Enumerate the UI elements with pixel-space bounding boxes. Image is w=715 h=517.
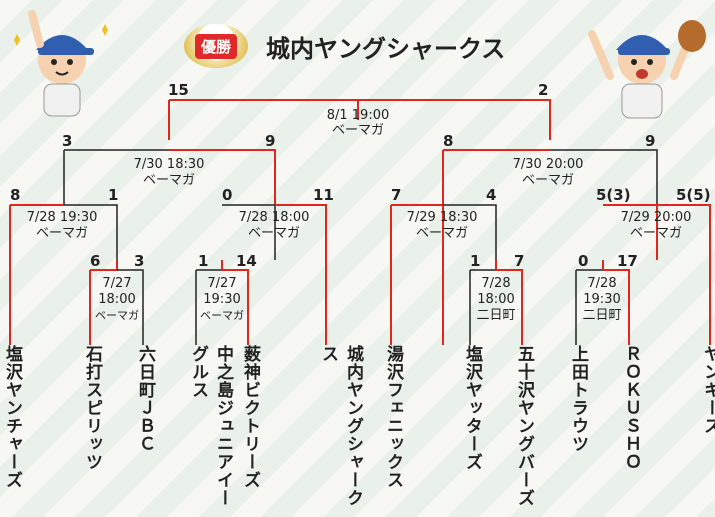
r1-2-time: 19:30 <box>203 292 241 307</box>
final-venue: ベーマガ <box>331 123 385 138</box>
title-banner: 優勝 城内ヤングシャークス <box>184 24 505 68</box>
qf4-date: 7/29 20:00 <box>620 210 692 225</box>
r1-4-time: 19:30 <box>583 292 621 307</box>
qf4-venue: ベーマガ <box>629 226 683 241</box>
r1-3-date: 7/28 <box>481 276 511 291</box>
semi1-venue: ベーマガ <box>142 173 196 188</box>
team-muikamachi-jbc: 六日町ＪＢＣ <box>135 345 155 453</box>
qf3-venue: ベーマガ <box>415 226 469 241</box>
r1-1-right <box>117 269 144 345</box>
qf4-left-score: 5(3) <box>596 186 631 204</box>
final-right-score: 2 <box>538 81 549 99</box>
semi2-right-line <box>550 149 658 205</box>
semi2-date: 7/30 20:00 <box>512 157 584 172</box>
team-isazawa-young-birds: 五十沢ヤングバーズ <box>514 345 534 507</box>
r1-2-right-score: 14 <box>236 252 257 270</box>
final-right-line <box>358 99 551 140</box>
qf3-lines-b <box>443 204 497 260</box>
team-rokusho: ＲＯＫＵＳＨＯ <box>621 345 641 471</box>
semi1-left-line <box>63 149 169 205</box>
team-yankees: ヤンキース <box>700 345 715 435</box>
r1-2-left <box>195 269 222 345</box>
r1-2-venue: ベーマガ <box>200 309 244 322</box>
team-nakanoshima-junior-eagles: 中之島ジュニアイーグルス <box>188 345 233 507</box>
r1-4-date: 7/28 <box>587 276 617 291</box>
r1-1-venue: ベーマガ <box>95 309 139 322</box>
team-ishiuchi-spirits: 石打スピリッツ <box>82 345 102 471</box>
team-ueda-trouts: 上田トラウツ <box>568 345 588 453</box>
r1-4-left-score: 0 <box>578 252 589 270</box>
champion-name: 城内ヤングシャークス <box>266 34 506 63</box>
semi2-left-line <box>442 149 550 205</box>
r1-3-right <box>495 260 523 345</box>
r1-2-left-score: 1 <box>198 252 209 270</box>
r1-1-date: 7/27 <box>102 276 132 291</box>
team-shiozawa-yanchars: 塩沢ヤンチャーズ <box>2 345 22 489</box>
qf1-right-score: 1 <box>108 186 119 204</box>
qf2-lines-b <box>275 204 327 345</box>
semi1-right-line <box>169 149 276 205</box>
qf2-right-score: 11 <box>313 186 334 204</box>
r1-3-right-score: 7 <box>514 252 525 270</box>
qf3-left-score: 7 <box>391 186 402 204</box>
r1-3-venue: 二日町 <box>476 308 516 323</box>
semi2-right-score: 9 <box>645 132 656 150</box>
team-shiozawa-yattas: 塩沢ヤッターズ <box>462 345 482 471</box>
r1-2-right <box>221 260 249 345</box>
r1-4-left <box>575 269 603 345</box>
pointing-player-icon <box>14 10 108 117</box>
winner-laurel-badge: 優勝 <box>184 24 248 68</box>
qf1-lines-b <box>64 204 118 260</box>
final-date: 8/1 19:00 <box>326 108 390 123</box>
qf2-left-score: 0 <box>222 186 233 204</box>
qf2-venue: ベーマガ <box>247 226 301 241</box>
semi1-left-score: 3 <box>62 132 73 150</box>
r1-3-left-score: 1 <box>470 252 481 270</box>
qf2-date: 7/28 18:00 <box>238 210 310 225</box>
r1-1-right-score: 3 <box>134 252 145 270</box>
r1-3-time: 18:00 <box>477 292 515 307</box>
semi2-left-score: 8 <box>443 132 454 150</box>
cheering-player-icon <box>588 20 706 119</box>
r1-2-date: 7/27 <box>207 276 237 291</box>
qf3-date: 7/29 18:30 <box>406 210 478 225</box>
r1-3-left <box>469 269 496 345</box>
qf1-lines <box>9 204 64 345</box>
r1-4-venue: 二日町 <box>582 308 622 323</box>
r1-4-right-score: 17 <box>617 252 638 270</box>
team-jonai-young-sharks: 城内ヤングシャークス <box>318 345 363 507</box>
semi1-date: 7/30 18:30 <box>133 157 205 172</box>
qf4-right-score: 5(5) <box>676 186 711 204</box>
qf1-date: 7/28 19:30 <box>26 210 98 225</box>
team-yabugami-victories: 薮神ビクトリーズ <box>240 345 260 489</box>
semi1-right-score: 9 <box>265 132 276 150</box>
qf1-venue: ベーマガ <box>35 226 89 241</box>
qf3-right-score: 4 <box>486 186 497 204</box>
r1-1-time: 18:00 <box>98 292 136 307</box>
r1-1-left-score: 6 <box>90 252 101 270</box>
final-left-score: 15 <box>168 81 189 99</box>
team-yuzawa-phoenix: 湯沢フェニックス <box>383 345 403 489</box>
qf4-lines-b <box>657 204 711 345</box>
semi2-venue: ベーマガ <box>521 173 575 188</box>
winner-label: 優勝 <box>194 33 237 59</box>
qf1-left-score: 8 <box>10 186 21 204</box>
r1-4-right <box>602 260 630 345</box>
